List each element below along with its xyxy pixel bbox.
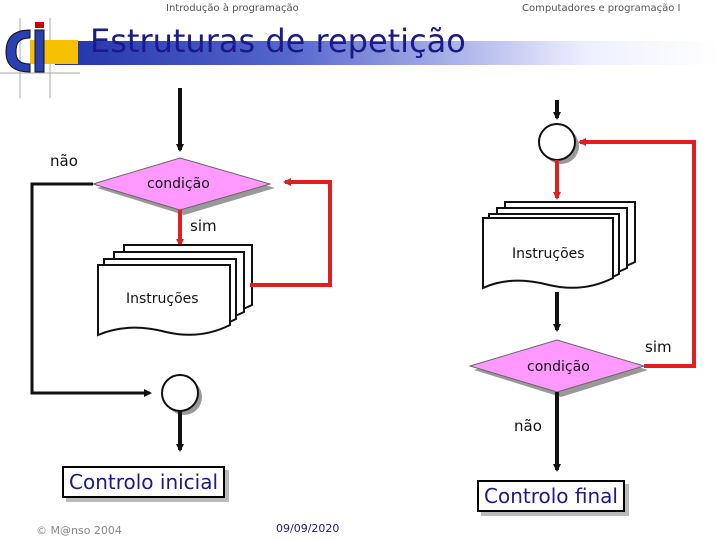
ci-logo <box>0 18 80 98</box>
title-bar-graphic <box>55 41 720 65</box>
left-loop-back-arrow <box>250 178 332 287</box>
left-condition-label: condição <box>147 176 210 192</box>
left-instructions-stack <box>97 244 253 337</box>
left-yes-label: sim <box>190 217 217 235</box>
right-loop-back-arrow <box>578 138 696 368</box>
right-instructions-label: Instruções <box>512 246 585 262</box>
left-no-label: não <box>50 152 78 170</box>
right-connector-circle <box>538 123 579 164</box>
left-instructions-label: Instruções <box>126 291 199 307</box>
header-subject-title: Computadores e programação I <box>522 3 681 14</box>
right-condition-label: condição <box>527 359 590 375</box>
right-caption-box: Controlo final <box>477 480 625 512</box>
right-yes-label: sim <box>645 338 672 356</box>
footer-date: 09/09/2020 <box>276 522 340 535</box>
right-condition-diamond <box>468 339 648 397</box>
left-connector-circle <box>161 374 202 415</box>
header-course-title: Introdução à programação <box>166 3 299 14</box>
left-no-path-arrow <box>30 182 152 397</box>
footer-author: © M@nso 2004 <box>36 524 122 537</box>
right-no-label: não <box>514 417 542 435</box>
slide-title: Estruturas de repetição <box>90 22 466 60</box>
right-instructions-stack <box>482 201 636 290</box>
left-caption-box: Controlo inicial <box>62 466 226 498</box>
